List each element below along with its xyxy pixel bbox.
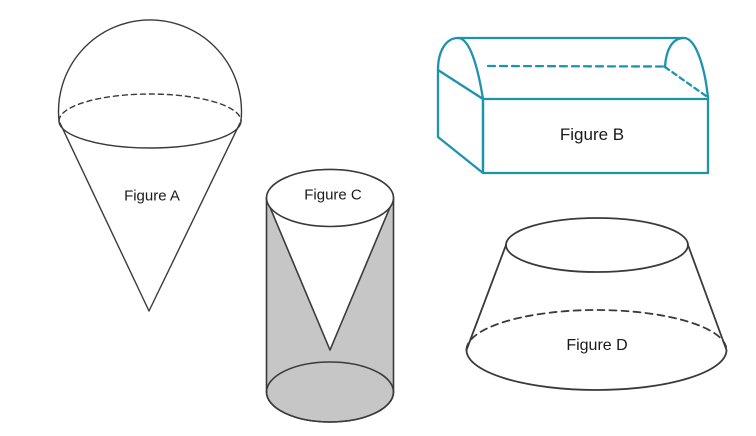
sphere-equator-front — [58, 120, 242, 149]
sphere-equator-dashed-back — [58, 93, 242, 122]
lid-left-arch — [436, 36, 485, 101]
cylinder-top-face — [265, 168, 395, 228]
figure-a-sphere-on-cone — [57, 19, 243, 312]
figure-b-chest-shape — [436, 36, 710, 175]
box-left-face — [436, 68, 485, 175]
inscribed-cone — [265, 198, 395, 351]
frustum-base-dashed-back — [465, 309, 728, 351]
lid-right-arch — [663, 36, 710, 100]
sphere-outline — [57, 19, 243, 122]
frustum-top-face — [505, 217, 689, 273]
figure-a-label: Figure A — [124, 187, 180, 205]
cone-edges — [59, 122, 241, 312]
cylinder-bottom-rim — [265, 361, 395, 423]
box-back-edge-dashed — [486, 64, 667, 68]
figure-b-label: Figure B — [559, 125, 625, 144]
frustum-left-edge — [465, 244, 507, 351]
figure-c-label: Figure C — [304, 186, 362, 204]
frustum-base-front — [465, 349, 728, 391]
lid-right-diameter-dashed — [663, 65, 708, 98]
figure-d-frustum — [465, 217, 728, 391]
figure-c-cone-in-cylinder — [265, 168, 395, 423]
figure-d-label: Figure D — [566, 337, 628, 354]
frustum-right-edge — [687, 244, 728, 351]
